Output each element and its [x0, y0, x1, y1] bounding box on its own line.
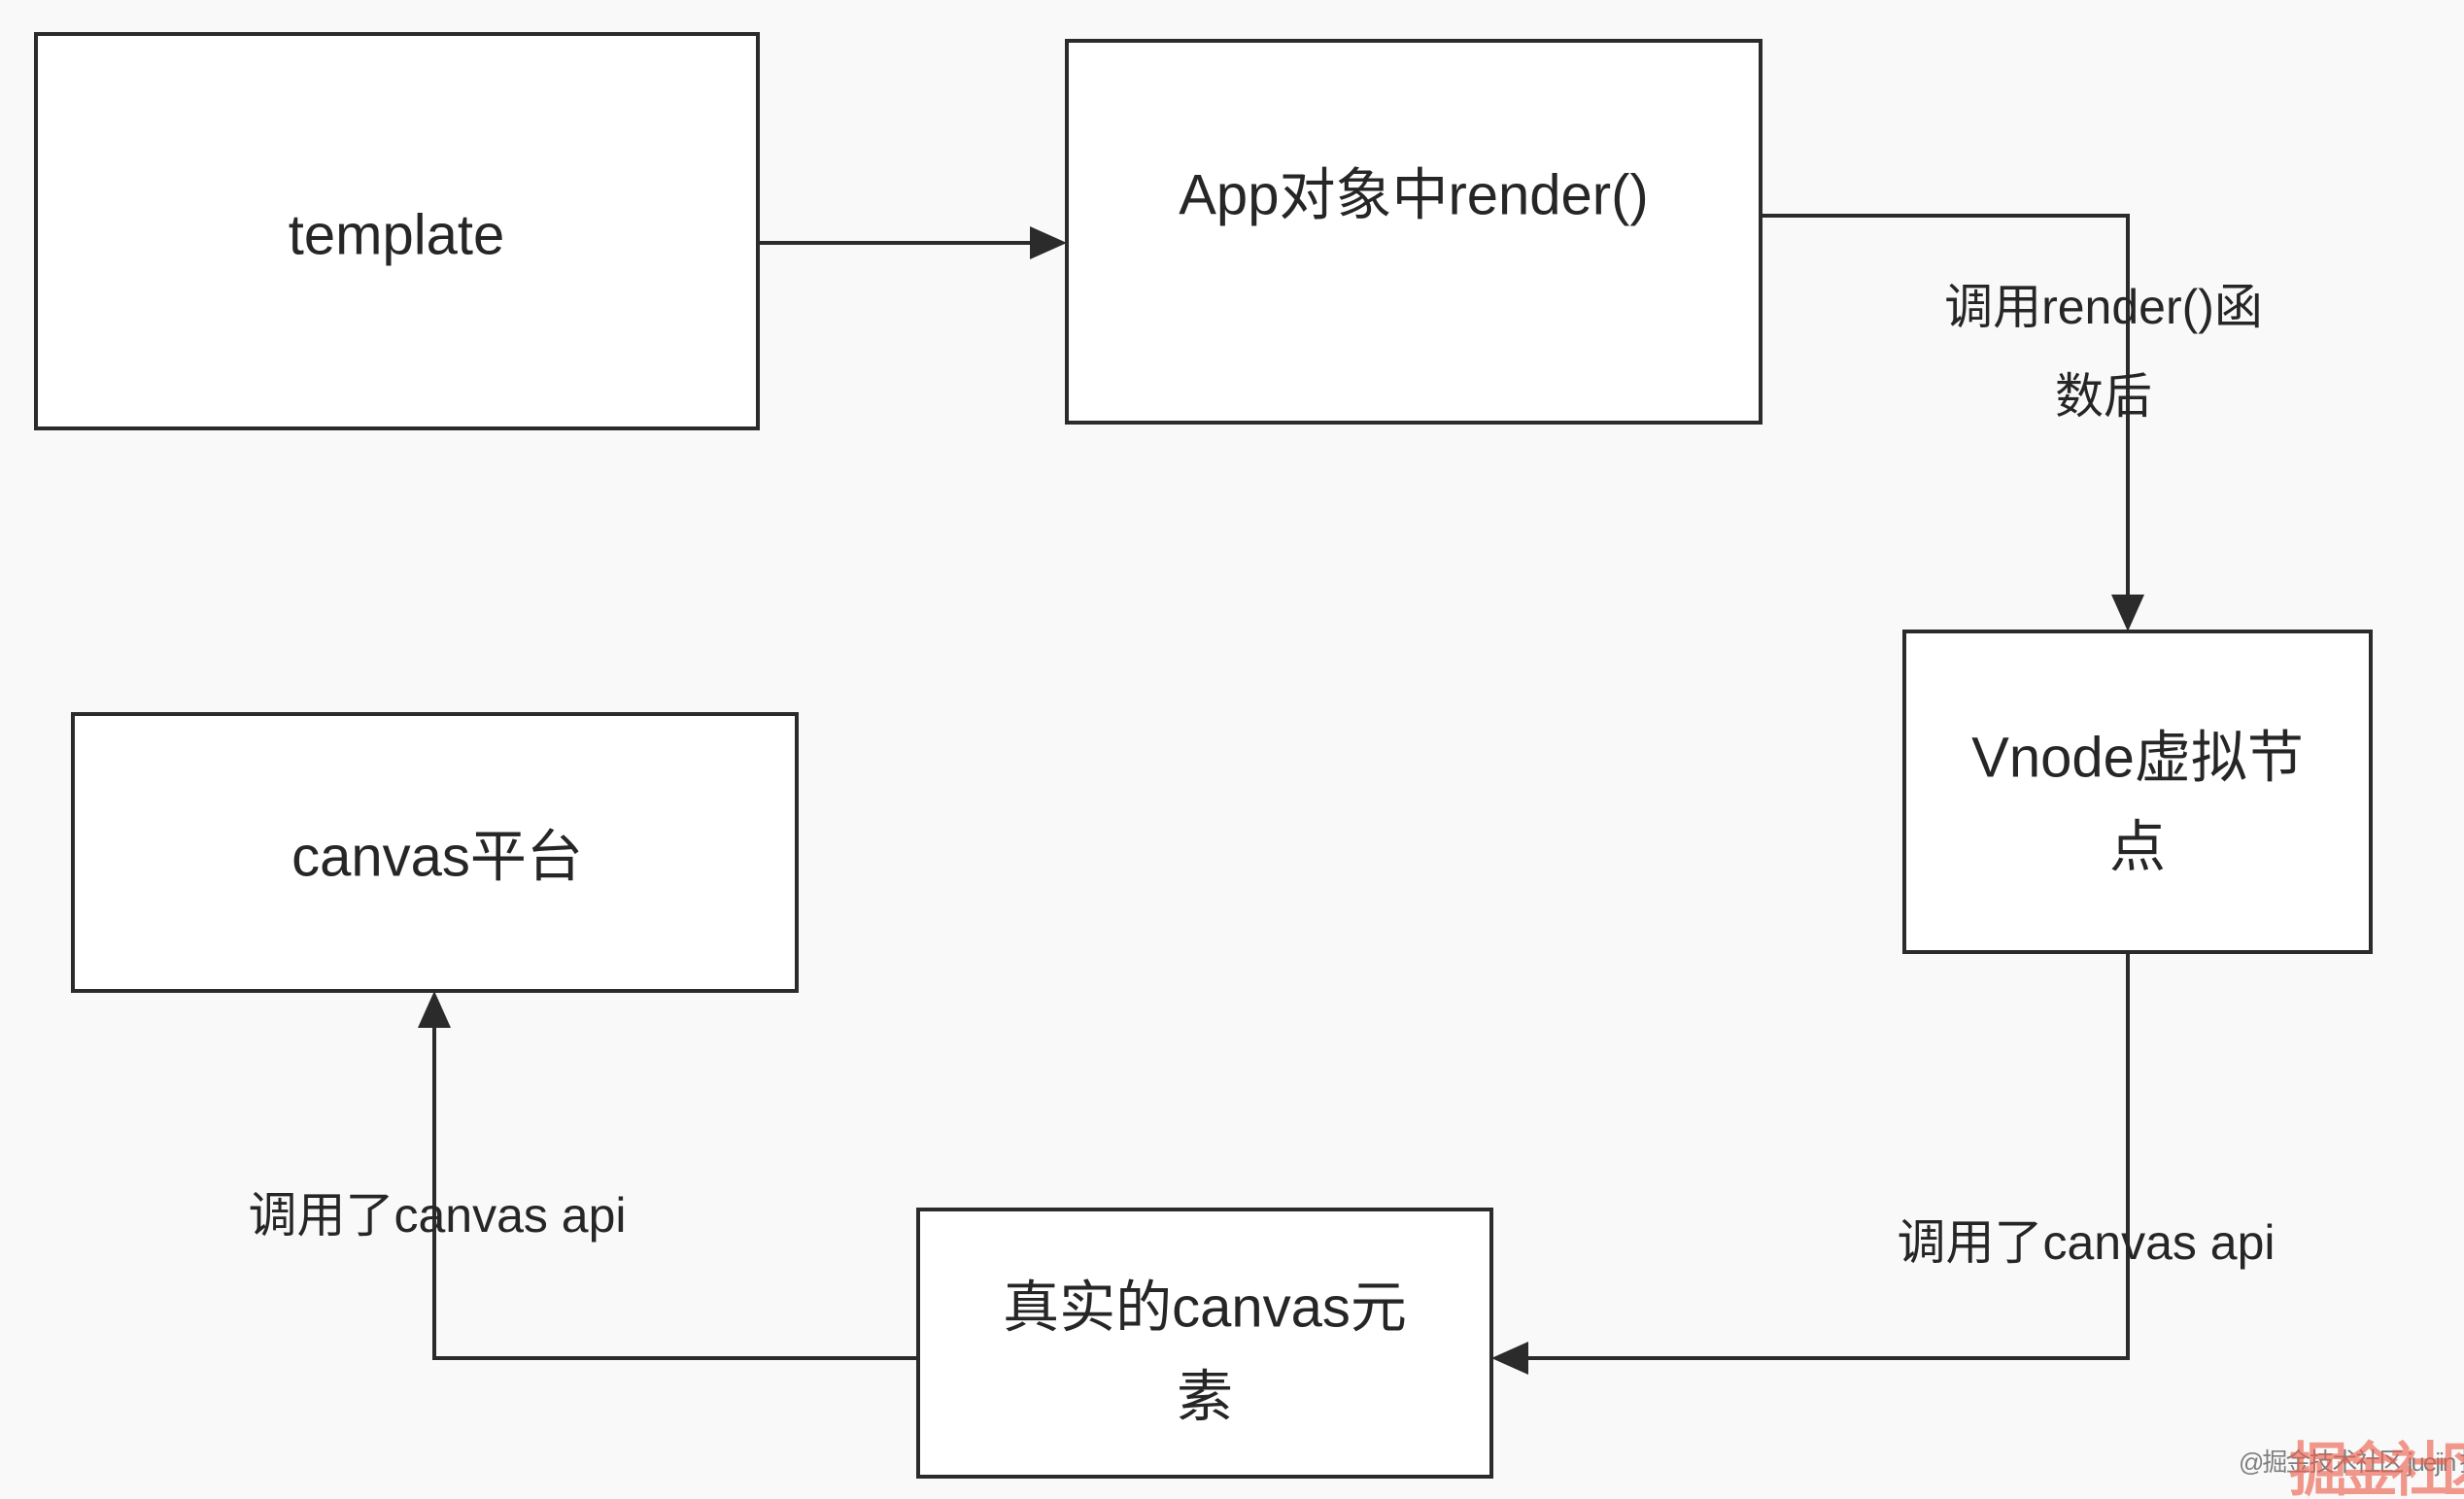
edge-real-canvas-to-platform	[418, 991, 920, 1360]
edge-label-app-to-vnode-line1: 调用render()函	[1944, 280, 2263, 334]
node-app-render[interactable]: App对象中render()	[1065, 39, 1762, 425]
edge-label-vnode-to-real-canvas: 调用了canvas api	[1897, 1215, 2275, 1270]
edge-label-real-canvas-to-platform: 调用了canvas api	[248, 1188, 626, 1243]
node-canvas-platform-box[interactable]	[71, 712, 799, 993]
node-template[interactable]: template	[34, 32, 760, 430]
node-canvas-platform[interactable]: canvas平台	[71, 712, 799, 993]
node-app-render-label: App对象中render()	[1179, 163, 1649, 226]
edge-label-vnode-to-real-canvas-text: 调用了canvas api	[1897, 1215, 2275, 1270]
edge-label-real-canvas-to-platform-text: 调用了canvas api	[248, 1188, 626, 1243]
edge-template-to-app	[756, 226, 1067, 259]
edge-label-app-to-vnode-line2: 数后	[2055, 369, 2152, 424]
edge-vnode-to-real-canvas	[1491, 950, 2130, 1375]
arrow-head-app-to-vnode	[2111, 595, 2144, 631]
node-real-canvas-element-label-line2: 素	[1177, 1365, 1233, 1428]
node-real-canvas-element-box[interactable]	[916, 1208, 1493, 1479]
node-vnode-box[interactable]	[1902, 630, 2373, 954]
node-real-canvas-element[interactable]: 真实的canvas元 素	[916, 1208, 1493, 1479]
edge-label-app-to-vnode: 调用render()函 数后	[1944, 280, 2263, 424]
node-vnode-label-line2: 点	[2109, 815, 2166, 878]
arrow-head-real-canvas-to-platform	[418, 991, 451, 1028]
edge-line-real-canvas-to-platform	[432, 1006, 920, 1360]
edge-line-vnode-to-real-canvas	[1507, 950, 2130, 1360]
edge-app-to-vnode	[1759, 214, 2144, 631]
arrow-head-template-to-app	[1030, 226, 1067, 259]
node-vnode-label-line1: Vnode虚拟节	[1971, 726, 2304, 789]
node-vnode[interactable]: Vnode虚拟节 点	[1902, 630, 2373, 954]
node-real-canvas-element-label-line1: 真实的canvas元	[1003, 1276, 1407, 1339]
edge-line-app-to-vnode	[1759, 214, 2130, 616]
node-template-label: template	[289, 203, 504, 266]
node-app-render-box[interactable]	[1065, 39, 1762, 425]
node-canvas-platform-label: canvas平台	[291, 825, 583, 888]
arrow-head-vnode-to-real-canvas	[1491, 1342, 1528, 1375]
node-template-box[interactable]	[34, 32, 760, 430]
